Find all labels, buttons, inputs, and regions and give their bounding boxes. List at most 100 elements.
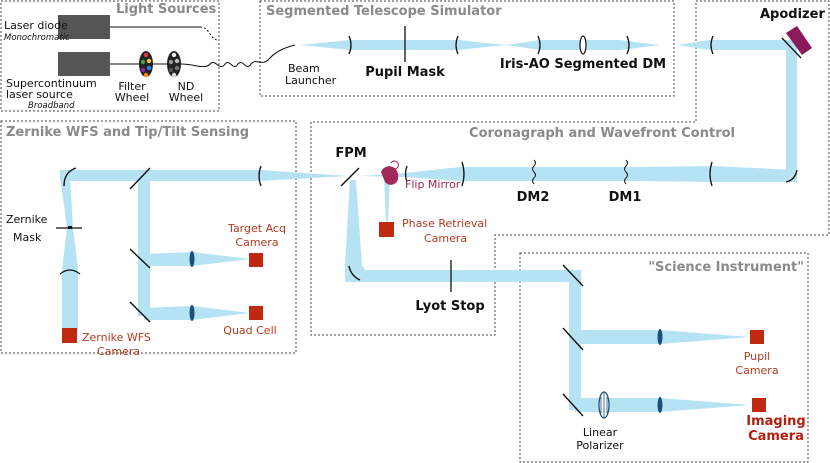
telescope-title: Segmented Telescope Simulator: [266, 4, 502, 19]
pupil-splitter: [562, 327, 584, 351]
coronagraph-lens-2: [461, 161, 465, 187]
zernike-mask-label-1: Zernike: [6, 213, 48, 226]
polarizer-label-2: Polarizer: [576, 439, 624, 452]
coronagraph-lens-1: [709, 161, 713, 187]
target-acq-beam: [144, 252, 250, 266]
fiber-coil: [180, 44, 296, 68]
phase-retrieval-beam: [384, 176, 390, 222]
zernike-lens-1: [258, 165, 262, 187]
broadband-label: Broadband: [28, 101, 75, 111]
dm1-icon: [624, 159, 628, 185]
pupil-camera-label-1: Pupil: [744, 350, 771, 363]
filter-wheel-label-1: Filter: [118, 80, 146, 93]
apodizer-label: Apodizer: [760, 7, 825, 22]
supercontinuum-box: [58, 52, 110, 76]
iris-ao-dm-icon: [579, 35, 587, 55]
science-corner-mirror: [562, 264, 584, 287]
zernike-box: [0, 120, 297, 354]
lyot-beam: [345, 270, 575, 282]
coronagraph-beam: [360, 166, 797, 182]
laser-diode-label: Laser diode: [4, 19, 68, 32]
zernike-mask-label-2: Mask: [13, 231, 42, 244]
apodizer-icon: [786, 26, 812, 55]
zernike-lens-2: [59, 269, 81, 275]
fpm-down-beam: [345, 180, 366, 282]
filter-wheel-label-2: Wheel: [115, 91, 149, 104]
zernike-down-beam: [60, 176, 78, 330]
zernike-input-beam: [60, 170, 348, 181]
quad-cell-camera: [249, 306, 263, 320]
imaging-lens: [657, 397, 663, 413]
imaging-camera-label-2: Camera: [748, 429, 804, 444]
nd-wheel-label-2: Wheel: [169, 91, 203, 104]
linear-polarizer-icon: [598, 391, 610, 419]
pupil-mask-label: Pupil Mask: [365, 65, 445, 80]
target-acq-camera: [249, 253, 263, 267]
zernike-wfs-camera: [62, 328, 77, 343]
nd-wheel-label-1: ND: [178, 80, 195, 93]
mono-label: Monochromatic: [4, 33, 70, 43]
pupil-camera: [750, 330, 764, 344]
coronagraph-corner-mirror: [785, 169, 798, 183]
supercont-label-1: Supercontinuum: [6, 77, 97, 90]
telescope-lens-1: [348, 35, 352, 55]
phase-retrieval-label-1: Phase Retrieval: [402, 217, 487, 230]
polarizer-label-1: Linear: [583, 426, 618, 439]
pupil-camera-label-2: Camera: [735, 364, 778, 377]
apodizer-mirror: [781, 37, 802, 59]
zernike-mask-dot: [68, 226, 72, 229]
target-acq-label-2: Camera: [235, 236, 278, 249]
telescope-lens-4: [626, 35, 630, 55]
target-acq-mirror: [129, 248, 151, 269]
science-title: "Science Instrument": [648, 260, 804, 275]
lyot-stop-label: Lyot Stop: [415, 299, 484, 314]
fpm-icon: [340, 167, 360, 187]
telescope-beam-1: [300, 40, 506, 50]
target-acq-label-1: Target Acq: [227, 222, 286, 235]
quad-cell-label: Quad Cell: [223, 324, 276, 337]
light-sources-box: [0, 0, 220, 112]
target-acq-lens: [189, 251, 195, 267]
dm1-label: DM1: [609, 190, 642, 205]
quad-cell-mirror: [129, 301, 151, 323]
laser-diode-box: [58, 15, 110, 39]
imaging-camera-label-1: Imaging: [746, 414, 805, 429]
flip-mirror-icon[interactable]: [381, 166, 399, 185]
laser-fiber-dashed: [199, 26, 219, 41]
imaging-mirror: [562, 393, 584, 417]
quad-cell-lens: [189, 305, 195, 321]
flip-mirror-label: Flip Mirror: [405, 178, 461, 191]
phase-retrieval-label-2: Camera: [424, 232, 467, 245]
pupil-lens: [657, 329, 663, 345]
telescope-lens-2: [455, 35, 459, 55]
coronagraph-box: [310, 0, 830, 336]
science-box: [519, 252, 809, 463]
fpm-label: FPM: [335, 146, 366, 161]
light-sources-title: Light Sources: [116, 2, 217, 17]
zernike-wfs-label-2: Camera: [97, 345, 140, 358]
telescope-lens-5: [710, 35, 714, 55]
coronagraph-lens-3: [404, 165, 408, 183]
lyot-corner-mirror: [348, 265, 361, 281]
filter-wheel-icon: [139, 51, 153, 78]
zernike-corner-mirror: [63, 167, 77, 187]
dm2-label: DM2: [517, 190, 550, 205]
iris-dm-label: Iris-AO Segmented DM: [500, 57, 666, 72]
zernike-section-title: Zernike WFS and Tip/Tilt Sensing: [6, 125, 249, 140]
dm2-icon: [532, 159, 536, 185]
tiptilt-splitter: [129, 167, 151, 190]
apodizer-down-beam: [786, 40, 797, 176]
beam-launcher-label-2: Launcher: [285, 74, 337, 87]
flip-arrow-icon: [390, 160, 399, 170]
imaging-camera: [752, 398, 766, 412]
zernike-wfs-label-1: Zernike WFS: [82, 331, 151, 344]
telescope-box: [259, 0, 675, 97]
supercont-label-2: laser source: [6, 88, 73, 101]
telescope-beam-3: [677, 40, 790, 50]
telescope-lens-3: [537, 35, 541, 55]
coronagraph-title: Coronagraph and Wavefront Control: [469, 126, 735, 141]
quad-cell-beam: [144, 306, 250, 320]
phase-retrieval-camera: [379, 222, 394, 237]
